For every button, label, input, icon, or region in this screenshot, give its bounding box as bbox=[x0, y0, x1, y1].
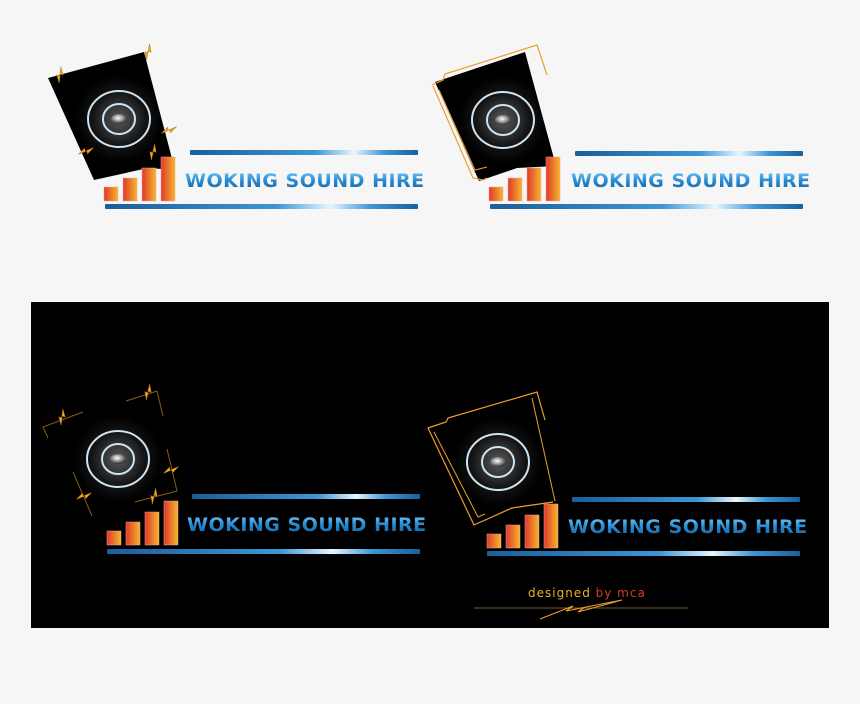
rules bbox=[490, 151, 803, 209]
speaker-box-icon bbox=[42, 383, 180, 517]
brand-name: WOKING SOUND HIRE bbox=[568, 516, 808, 538]
brand-name: WOKING SOUND HIRE bbox=[185, 170, 425, 192]
brand-name: WOKING SOUND HIRE bbox=[187, 514, 427, 536]
credit-designed: designed bbox=[528, 586, 596, 600]
logo-light-frame: WOKING SOUND HIRE bbox=[425, 30, 825, 230]
logo-dark-lightning: WOKING SOUND HIRE bbox=[40, 370, 440, 570]
brand-name: WOKING SOUND HIRE bbox=[571, 170, 811, 192]
rules bbox=[487, 497, 800, 556]
speaker-box-icon bbox=[48, 43, 178, 180]
logo-light-lightning: WOKING SOUND HIRE bbox=[40, 30, 440, 230]
rules bbox=[107, 494, 420, 554]
dark-background-panel bbox=[31, 302, 829, 628]
logo-dark-frame: WOKING SOUND HIRE bbox=[420, 380, 820, 580]
logo-presentation-sheet: WOKING SOUND HIRE WOKING SOUND HIRE bbox=[31, 30, 829, 628]
top-rule bbox=[105, 150, 418, 209]
speaker-box-icon bbox=[431, 44, 556, 181]
speaker-box-icon bbox=[427, 391, 556, 526]
designer-credit: designed by mca bbox=[528, 586, 646, 600]
credit-by-mca: by mca bbox=[595, 586, 646, 600]
